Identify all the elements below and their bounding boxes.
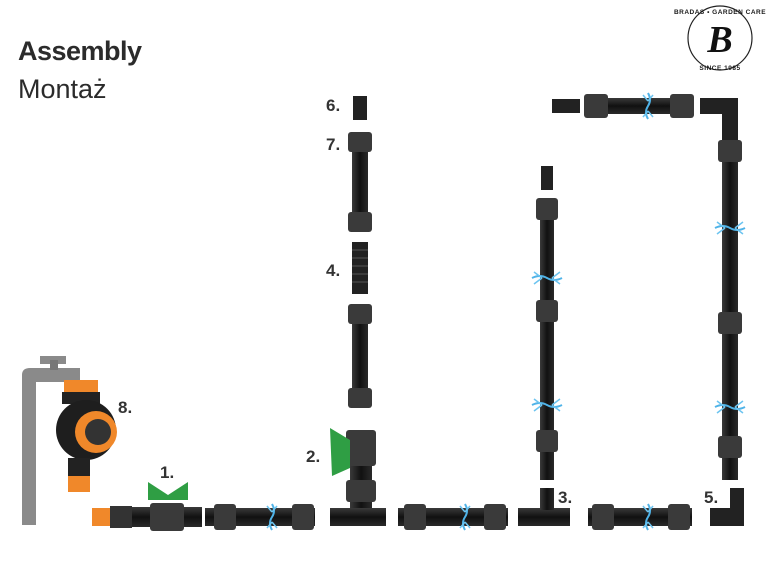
label-7: 7. — [326, 135, 340, 154]
label-2: 2. — [306, 447, 320, 466]
brand-logo: B BRADAS • GARDEN CARE SINCE 1985 — [674, 5, 766, 72]
page-subtitle: Montaż — [18, 74, 107, 104]
svg-text:BRADAS • GARDEN CARE: BRADAS • GARDEN CARE — [674, 9, 766, 16]
label-8: 8. — [118, 398, 132, 417]
label-3: 3. — [558, 488, 572, 507]
valve-handle — [148, 482, 188, 500]
branch-loop-5 — [552, 92, 746, 480]
water-tap — [22, 356, 80, 525]
valve-2-handle — [330, 428, 350, 476]
svg-text:SINCE 1985: SINCE 1985 — [699, 65, 740, 72]
page-title: Assembly — [18, 36, 142, 66]
branch-valve-column — [330, 96, 376, 508]
label-5: 5. — [704, 488, 718, 507]
main-pipe-line — [92, 482, 744, 531]
label-1: 1. — [160, 463, 174, 482]
label-6: 6. — [326, 96, 340, 115]
branch-column-3 — [531, 166, 563, 480]
water-timer — [56, 380, 117, 492]
label-4: 4. — [326, 261, 340, 280]
logo-letter: B — [706, 19, 732, 61]
